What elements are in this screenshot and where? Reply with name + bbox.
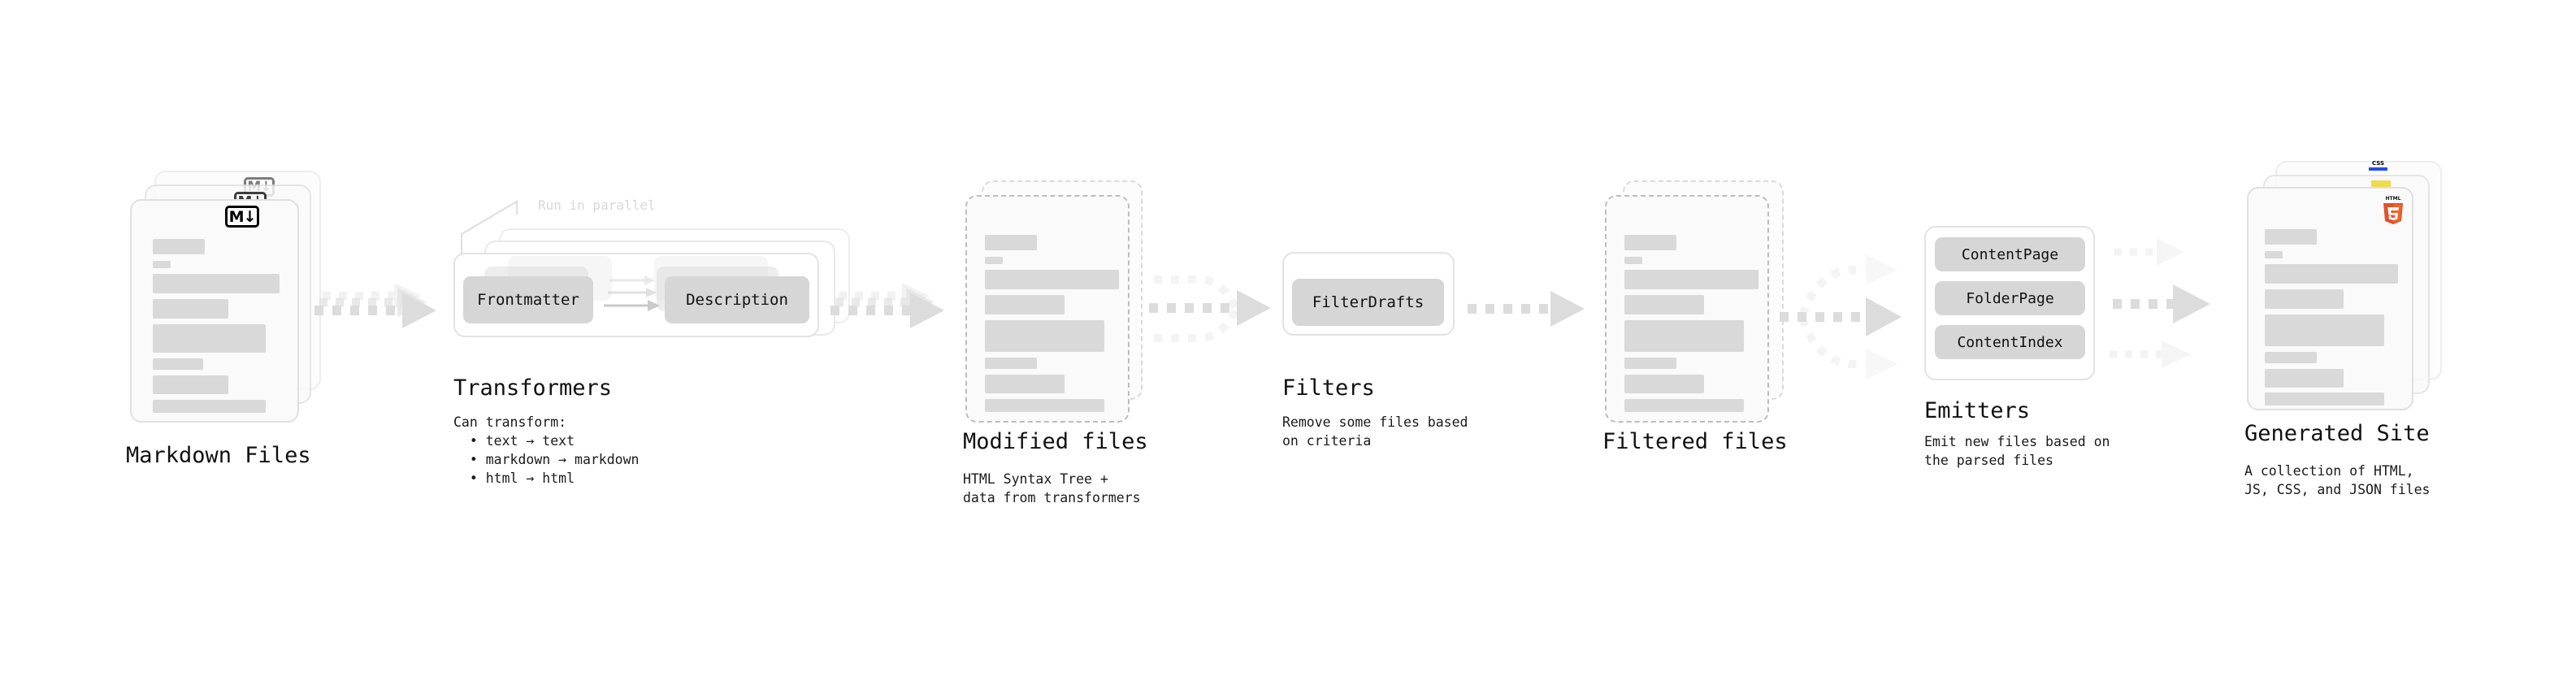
chip-filterdrafts-label: FilterDrafts (1312, 293, 1425, 311)
chip-folderpage[interactable]: FolderPage (1935, 281, 2085, 315)
doc-bar (153, 324, 266, 353)
stage-title-markdown-files: Markdown Files (126, 443, 311, 468)
doc-bar (2265, 352, 2317, 363)
doc-bar (2265, 251, 2283, 258)
doc-bar (1624, 235, 1676, 250)
stage-title-filtered-files: Filtered files (1602, 429, 1788, 454)
doc-bar (153, 274, 280, 293)
chip-filterdrafts[interactable]: FilterDrafts (1292, 279, 1444, 326)
markdown-card-front (130, 199, 299, 423)
stage-title-transformers: Transformers (453, 375, 613, 401)
doc-bar (1624, 320, 1744, 352)
doc-bar (1624, 270, 1759, 289)
doc-bar (2265, 393, 2384, 406)
doc-bar (985, 257, 1003, 264)
doc-bar (153, 299, 228, 319)
run-in-parallel-label: Run in parallel (538, 197, 656, 213)
doc-bar (1624, 295, 1704, 314)
stage-subtitle-filters: Remove some files based on criteria (1282, 414, 1468, 449)
doc-bar (985, 375, 1065, 393)
chip-contentpage-label: ContentPage (1961, 245, 2059, 263)
doc-bar (1624, 358, 1676, 369)
svg-text:HTML: HTML (2386, 196, 2401, 202)
doc-bar (153, 358, 203, 370)
filtered-card-front (1605, 195, 1769, 423)
chip-contentpage[interactable]: ContentPage (1935, 237, 2085, 271)
modified-card-front (965, 195, 1130, 423)
stage-title-modified-files: Modified files (963, 429, 1148, 454)
stage-title-emitters: Emitters (1924, 398, 2031, 423)
arrow-emitters-to-site (2110, 238, 2210, 368)
stage-title-filters: Filters (1282, 375, 1375, 401)
arrow-filtered-to-emitters (1780, 254, 1902, 380)
site-card-front (2247, 187, 2413, 410)
doc-bar (985, 270, 1119, 289)
stage-subtitle-modified-files: HTML Syntax Tree + data from transformer… (963, 471, 1141, 505)
stage-subtitle-emitters: Emit new files based on the parsed files (1924, 434, 2110, 468)
stage-subtitle-transformers: Can transform: • text → text • markdown … (453, 414, 640, 486)
arrow-filters-to-filtered (1468, 291, 1585, 327)
chip-frontmatter[interactable]: Frontmatter (463, 276, 593, 323)
doc-bar (153, 400, 266, 413)
doc-bar (985, 320, 1104, 352)
chip-contentindex[interactable]: ContentIndex (1935, 325, 2085, 359)
doc-bar (2265, 289, 2344, 309)
chip-description-label: Description (686, 291, 788, 309)
doc-bar (2265, 264, 2398, 284)
arrow-frontmatter-to-description (604, 275, 660, 311)
doc-bar (2265, 314, 2384, 346)
chip-contentindex-label: ContentIndex (1957, 333, 2063, 351)
doc-bar (1624, 375, 1704, 393)
doc-bar (2265, 369, 2344, 388)
stage-subtitle-generated-site: A collection of HTML, JS, CSS, and JSON … (2244, 463, 2431, 497)
run-in-parallel-bracket (460, 200, 518, 262)
chip-folderpage-label: FolderPage (1966, 289, 2054, 307)
markdown-icon: M↓ (225, 206, 259, 228)
arrow-transformers-to-modified (830, 283, 944, 328)
chip-frontmatter-label: Frontmatter (477, 291, 579, 309)
doc-bar (153, 261, 171, 268)
chip-description[interactable]: Description (665, 276, 809, 323)
doc-bar (1624, 399, 1744, 412)
doc-bar (985, 358, 1037, 369)
arrow-markdown-to-transformers (314, 283, 436, 328)
arrow-modified-to-filters (1149, 275, 1271, 342)
html5-icon: HTML (2383, 196, 2403, 224)
doc-bar (153, 375, 228, 394)
stage-title-generated-site: Generated Site (2244, 421, 2430, 446)
doc-bar (153, 239, 205, 254)
doc-bar (2265, 229, 2317, 245)
css3-icon-label: CSS (2371, 160, 2385, 167)
doc-bar (1624, 257, 1642, 264)
doc-bar (985, 399, 1104, 412)
css3-icon: CSS (2369, 160, 2387, 171)
doc-bar (985, 295, 1065, 314)
doc-bar (985, 235, 1037, 250)
